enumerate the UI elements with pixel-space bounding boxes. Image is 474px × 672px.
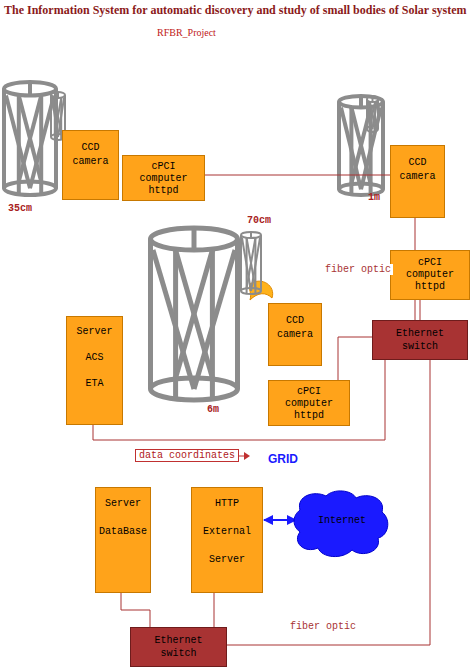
finder-1m (367, 96, 378, 132)
aperture-label: 1m (368, 192, 380, 203)
edge-label: fiber optic (288, 621, 358, 632)
aperture-label: 35cm (8, 203, 32, 214)
node-text: cPCI computer httpd (406, 257, 454, 293)
node-text: cPCI computer httpd (140, 161, 188, 197)
ccd-camera-box: CCD camera (62, 130, 119, 200)
node-text: CCD camera (400, 156, 436, 184)
node-text: Server DataBase (99, 490, 147, 546)
database-server-box: Server DataBase (95, 487, 151, 593)
http-server-box: HTTP External Server (191, 487, 263, 593)
hint-arrowhead (244, 452, 250, 460)
edge-label: data coordinates (135, 449, 239, 462)
node-text: Ethernet switch (154, 634, 202, 660)
project-label: RFBR_Project (157, 27, 216, 38)
grid-label: GRID (268, 452, 298, 466)
telescope-1m (339, 96, 383, 195)
node-text: HTTP External Server (203, 490, 251, 574)
network-link (214, 593, 215, 627)
node-text: CCD camera (73, 141, 109, 169)
network-link (420, 300, 421, 320)
node-text: CCD camera (277, 314, 313, 342)
ethernet-switch: Ethernet switch (372, 320, 468, 360)
internet-cloud: Internet (292, 488, 392, 560)
telescope-35cm (4, 82, 56, 195)
node-text: Server ACS ETA (76, 319, 112, 397)
diagram-title: The Information System for automatic dis… (4, 3, 467, 18)
double-arrow (264, 519, 296, 521)
server-box: Server ACS ETA (66, 316, 123, 425)
ethernet-switch: Ethernet switch (130, 627, 227, 667)
network-link (121, 593, 150, 627)
network-link (338, 337, 372, 386)
network-link (205, 175, 415, 320)
telescope-6m (151, 228, 238, 400)
telescope-70cm (241, 232, 261, 294)
ccd-camera-box: CCD camera (268, 303, 322, 366)
cloud-outline (294, 491, 388, 557)
edge-label: fiber optic (323, 264, 393, 275)
aperture-label: 6m (207, 404, 219, 415)
network-link (93, 360, 385, 440)
node-text: Ethernet switch (396, 327, 444, 353)
aperture-label: 70cm (247, 215, 271, 226)
computer-box: cPCI computer httpd (390, 250, 470, 300)
node-text: Internet (318, 514, 366, 528)
ccd-camera-box: CCD camera (390, 145, 445, 218)
node-text: cPCI computer httpd (285, 386, 333, 422)
computer-box: cPCI computer httpd (122, 155, 205, 201)
computer-box: cPCI computer httpd (268, 380, 350, 426)
